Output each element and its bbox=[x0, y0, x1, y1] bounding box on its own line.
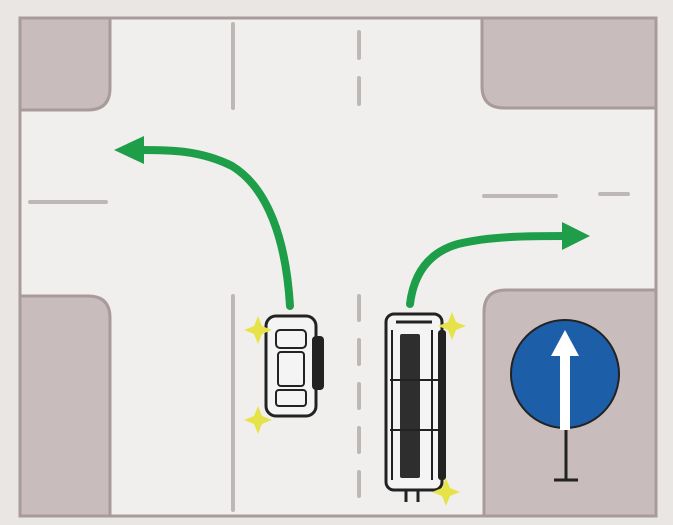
lane-markings bbox=[28, 22, 630, 512]
signal-star-icon bbox=[244, 316, 272, 344]
tram-turn-signals bbox=[432, 312, 466, 506]
arrow-up-icon bbox=[551, 330, 579, 430]
left-turn-arrow bbox=[114, 136, 294, 310]
sidewalk-top-left bbox=[18, 16, 112, 112]
right-turn-arrow bbox=[406, 222, 590, 308]
tram-side-shadow bbox=[438, 330, 446, 480]
tram-center-window bbox=[400, 334, 420, 478]
straight-only-sign bbox=[510, 319, 620, 482]
car-turn-signals bbox=[244, 316, 272, 434]
sidewalk-top-right bbox=[480, 16, 658, 110]
tram bbox=[384, 312, 446, 502]
car-rear-window bbox=[275, 389, 307, 407]
car-rear-shadow bbox=[312, 336, 324, 390]
car-roof bbox=[277, 351, 305, 387]
car bbox=[264, 314, 324, 418]
signal-star-icon bbox=[432, 478, 460, 506]
sidewalk-bottom-left bbox=[18, 294, 112, 518]
signal-star-icon bbox=[438, 312, 466, 340]
signal-star-icon bbox=[244, 406, 272, 434]
car-windshield bbox=[275, 329, 307, 349]
